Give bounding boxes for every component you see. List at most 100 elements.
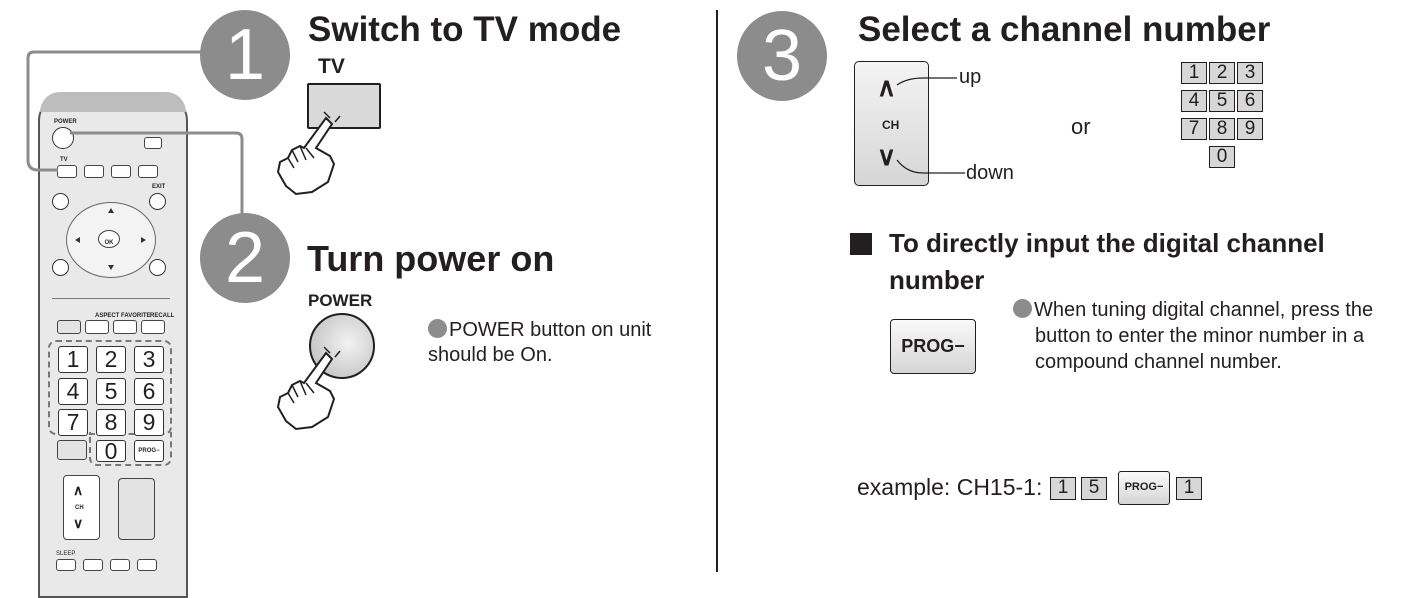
remote-exit-button[interactable] xyxy=(149,193,166,210)
remote-function-button[interactable] xyxy=(137,559,157,571)
keypad-5[interactable]: 5 xyxy=(1209,90,1235,112)
remote-key-0[interactable]: 0 xyxy=(96,440,126,463)
direct-input-note: When tuning digital channel, press the b… xyxy=(1013,297,1414,375)
ch-rocker-button[interactable] xyxy=(854,61,929,186)
remote-aspect-button[interactable] xyxy=(85,320,109,334)
remote-power-label: POWER xyxy=(54,119,77,125)
remote-key-1[interactable]: 1 xyxy=(58,346,88,373)
keypad-9[interactable]: 9 xyxy=(1237,118,1263,140)
step-1-number-circle: 1 xyxy=(200,10,290,100)
keypad-6[interactable]: 6 xyxy=(1237,90,1263,112)
remote-key-7[interactable]: 7 xyxy=(58,409,88,436)
remote-function-button[interactable] xyxy=(110,559,130,571)
keypad-0[interactable]: 0 xyxy=(1209,146,1235,168)
ch-down-label: down xyxy=(966,162,1014,184)
keypad-7[interactable]: 7 xyxy=(1181,118,1207,140)
example-prog-key: PROG− xyxy=(1118,471,1170,505)
column-divider xyxy=(716,10,718,572)
step-3-number-circle: 3 xyxy=(737,11,827,101)
remote-blank-key[interactable] xyxy=(57,440,87,460)
step-2-note-text: POWER button on unit should be On. xyxy=(428,319,652,366)
remote-function-button[interactable] xyxy=(111,165,131,178)
remote-illustration: POWER TV EXIT OK ASPECT FAVORITE RECALL … xyxy=(0,0,200,598)
remote-key-2[interactable]: 2 xyxy=(96,346,126,373)
step-1-press-hand-icon xyxy=(276,111,341,196)
remote-ok-button[interactable]: OK xyxy=(98,230,120,248)
remote-recall-button[interactable] xyxy=(141,320,165,334)
remote-small-button[interactable] xyxy=(144,137,162,149)
remote-right-round-button[interactable] xyxy=(149,259,166,276)
remote-ch-label: CH xyxy=(75,505,84,511)
remote-keypad-highlight-bottom xyxy=(89,432,172,466)
remote-dpad-down-arrow xyxy=(108,265,114,270)
keypad-3[interactable]: 3 xyxy=(1237,62,1263,84)
remote-key-8[interactable]: 8 xyxy=(96,409,126,436)
direct-input-note-text: When tuning digital channel, press the b… xyxy=(1034,299,1374,373)
ch-callout-lines xyxy=(896,77,965,174)
prog-button-label: PROG xyxy=(901,336,955,356)
remote-prog-label: PROG xyxy=(138,448,157,454)
remote-exit-label: EXIT xyxy=(152,184,166,190)
bullet-icon xyxy=(1013,299,1032,318)
step-2-note: POWER button on unit should be On. xyxy=(428,318,688,368)
prog-button[interactable]: PROG− xyxy=(890,319,976,374)
keypad-4[interactable]: 4 xyxy=(1181,90,1207,112)
step-3-title: Select a channel number xyxy=(858,10,1271,49)
remote-favorite-label: FAVORITE xyxy=(121,313,151,319)
step-1-number: 1 xyxy=(224,15,266,95)
ch-up-label: up xyxy=(959,66,982,88)
remote-volume-rocker[interactable] xyxy=(118,478,155,540)
remote-tv-label: TV xyxy=(60,157,68,163)
example-key-1b: 1 xyxy=(1176,477,1202,500)
remote-left-round-button[interactable] xyxy=(52,259,69,276)
keypad-8[interactable]: 8 xyxy=(1209,118,1235,140)
remote-function-button[interactable] xyxy=(83,559,103,571)
connector-lines xyxy=(26,50,244,265)
example-key-1: 1 xyxy=(1050,477,1076,500)
bullet-icon xyxy=(428,319,447,338)
keypad-1[interactable]: 1 xyxy=(1181,62,1207,84)
remote-dpad-right-arrow xyxy=(141,237,146,243)
remote-left-round-button[interactable] xyxy=(52,193,69,210)
remote-prog-key[interactable]: PROG− xyxy=(134,440,164,462)
step-2-title: Turn power on xyxy=(307,238,555,279)
remote-key-3[interactable]: 3 xyxy=(134,346,164,373)
step-1-title: Switch to TV mode xyxy=(308,10,622,49)
or-label: or xyxy=(1071,114,1091,139)
example-key-5: 5 xyxy=(1081,477,1107,500)
keypad-2[interactable]: 2 xyxy=(1209,62,1235,84)
square-bullet-icon xyxy=(850,233,872,255)
remote-key-4[interactable]: 4 xyxy=(58,378,88,405)
ch-up-arrow-icon: ∧ xyxy=(877,72,897,102)
ch-down-arrow-icon: ∨ xyxy=(877,141,897,171)
remote-sleep-label: SLEEP xyxy=(56,551,76,557)
step-1-tv-label: TV xyxy=(318,55,345,78)
step-2-number: 2 xyxy=(224,218,266,298)
remote-divider xyxy=(52,298,170,299)
remote-ch-down-arrow: ∨ xyxy=(73,515,84,531)
remote-body-shade xyxy=(40,92,186,112)
remote-ch-rocker[interactable] xyxy=(63,475,100,540)
remote-function-button[interactable] xyxy=(138,165,158,178)
remote-dpad-up-arrow xyxy=(108,208,114,213)
direct-input-heading: To directly input the digital channel nu… xyxy=(889,228,1325,295)
remote-key-5[interactable]: 5 xyxy=(96,378,126,405)
remote-input-button[interactable] xyxy=(84,165,104,178)
step-1-tv-button[interactable] xyxy=(307,83,381,129)
example-label: example: CH15-1: xyxy=(857,474,1043,500)
step-3-number: 3 xyxy=(761,16,803,96)
remote-key-9[interactable]: 9 xyxy=(134,409,164,436)
step-2-number-circle: 2 xyxy=(200,213,290,303)
remote-favorite-button[interactable] xyxy=(113,320,137,334)
remote-ch-up-arrow: ∧ xyxy=(73,482,84,498)
remote-ok-label: OK xyxy=(104,240,114,246)
remote-power-button[interactable] xyxy=(52,127,74,149)
remote-key-6[interactable]: 6 xyxy=(134,378,164,405)
remote-sleep-button[interactable] xyxy=(56,559,76,571)
remote-aspect-label: ASPECT xyxy=(95,313,120,319)
remote-aspect-left-button[interactable] xyxy=(57,320,81,334)
example-prog-label: PROG xyxy=(1124,481,1157,493)
step-2-power-label: POWER xyxy=(308,291,373,310)
step-2-press-hand-icon xyxy=(276,346,341,431)
ch-label: CH xyxy=(882,118,900,132)
